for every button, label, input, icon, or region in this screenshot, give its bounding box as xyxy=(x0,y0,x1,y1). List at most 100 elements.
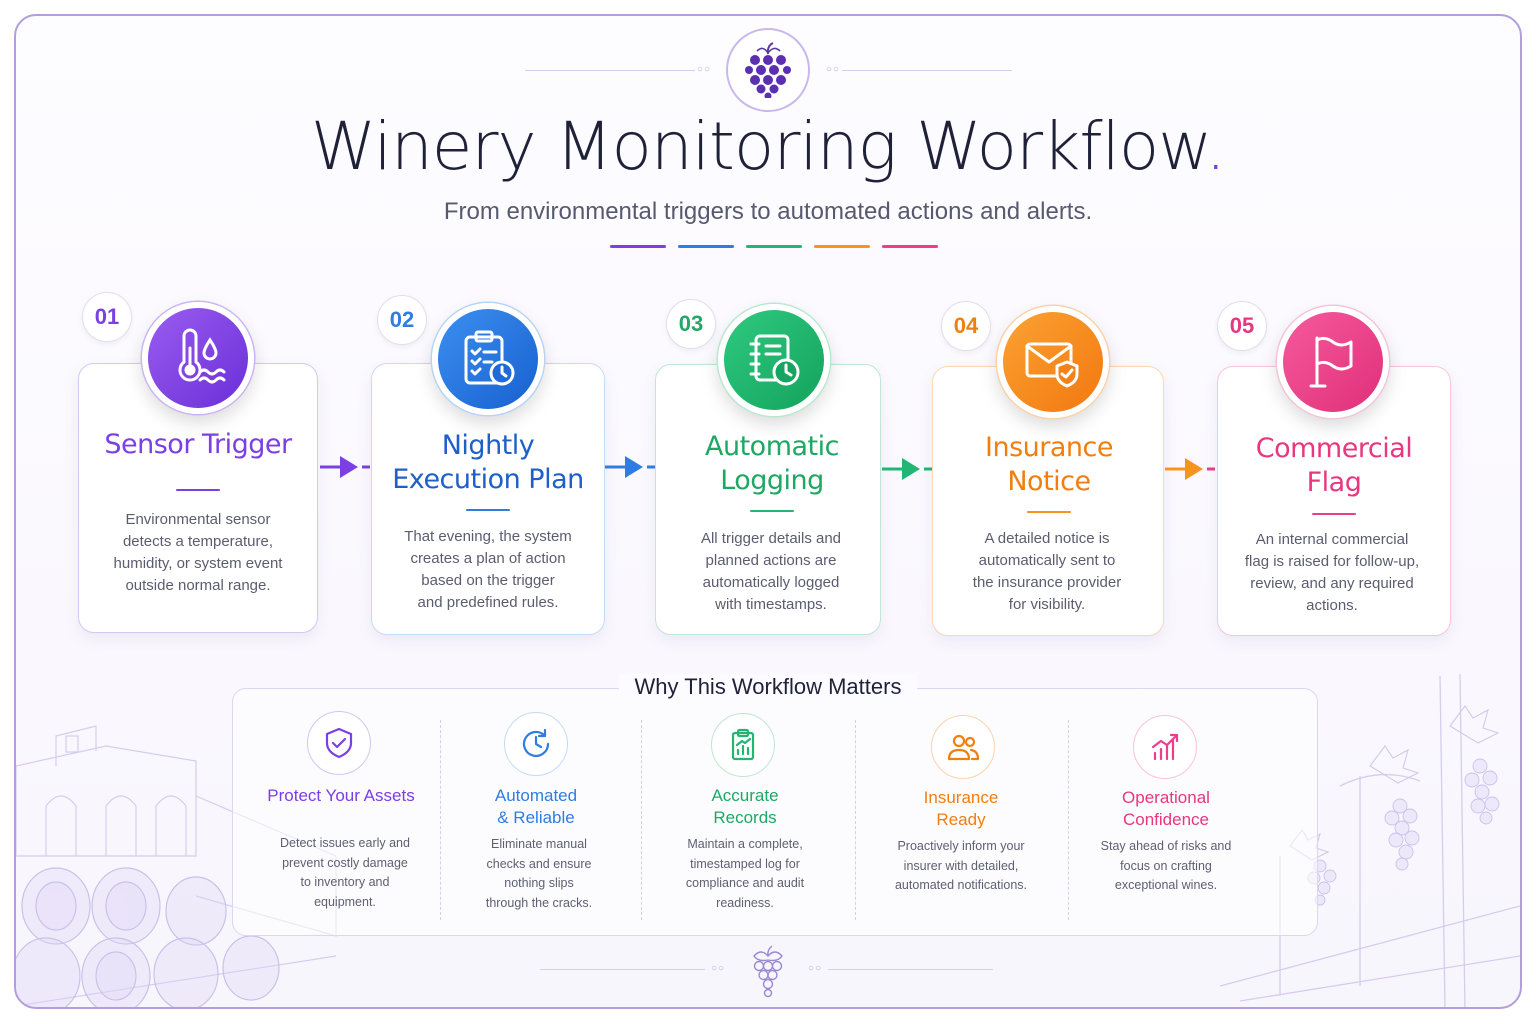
accent-bar xyxy=(882,245,938,248)
step-title-line1: Nightly xyxy=(441,430,535,461)
bottom-ornament-dots-right: ○○ xyxy=(808,963,823,974)
step-title: Commercial Flag xyxy=(1217,432,1451,500)
desc-line: That evening, the system xyxy=(404,528,572,545)
desc-line: A detailed notice is xyxy=(984,530,1110,547)
step-rule xyxy=(750,510,794,512)
step-icon-circle xyxy=(142,302,254,414)
benefit-title: Operational Confidence xyxy=(1080,787,1252,831)
step-title-line2: Logging xyxy=(720,465,824,496)
ornament-dots-left: ○○ xyxy=(697,64,712,75)
step-title-line1: Sensor Trigger xyxy=(104,429,292,460)
step-number: 01 xyxy=(82,292,132,342)
arrow-right-icon xyxy=(882,458,932,480)
desc-line: humidity, or system event xyxy=(113,555,283,572)
desc-line: and predefined rules. xyxy=(417,594,559,611)
step-icon-circle xyxy=(718,304,830,416)
page-title-text: Winery Monitoring Workflow xyxy=(310,108,1206,185)
benefit-title-line2: Confidence xyxy=(1122,810,1209,829)
benefit-title-line2: & Reliable xyxy=(497,808,575,827)
step-description: Environmental sensor detects a temperatu… xyxy=(88,509,308,597)
step-title-line2: Notice xyxy=(1007,466,1091,497)
step-description: An internal commercial flag is raised fo… xyxy=(1222,529,1442,617)
accent-bar xyxy=(814,245,870,248)
benefit-title: Protect Your Assets xyxy=(255,785,427,807)
step-rule xyxy=(466,509,510,511)
benefit-icon-circle xyxy=(1133,715,1197,779)
ornament-dots-right: ○○ xyxy=(826,64,841,75)
desc-line: Detect issues early and xyxy=(280,836,410,850)
step-title: Automatic Logging xyxy=(655,430,889,498)
desc-line: prevent costly damage xyxy=(282,855,408,870)
step-title: Insurance Notice xyxy=(932,431,1166,499)
why-heading: Why This Workflow Matters xyxy=(0,674,1536,700)
ornament-line-left xyxy=(525,70,695,71)
step-icon-circle xyxy=(1277,306,1389,418)
benefit-title: Insurance Ready xyxy=(875,787,1047,831)
bottom-ornament-dots-left: ○○ xyxy=(711,963,726,974)
step-description: A detailed notice is automatically sent … xyxy=(937,528,1157,616)
step-title: Sensor Trigger xyxy=(78,428,318,462)
desc-line: equipment. xyxy=(314,894,376,909)
clipboard-chart-icon xyxy=(731,728,755,761)
step-rule xyxy=(176,489,220,491)
desc-line: outside normal range. xyxy=(125,577,271,594)
step-rule xyxy=(1027,511,1071,513)
desc-line: actions. xyxy=(1306,597,1358,614)
step-number: 05 xyxy=(1217,301,1267,351)
ornament-line-right xyxy=(842,70,1012,71)
step-title-line1: Commercial xyxy=(1255,433,1413,464)
desc-line: Stay ahead of risks and xyxy=(1100,839,1232,853)
step-description: All trigger details and planned actions … xyxy=(661,528,881,616)
desc-line: creates a plan of action xyxy=(410,550,566,567)
benefit-title-line2: Records xyxy=(713,808,777,827)
benefit-icon-circle xyxy=(711,713,775,777)
accent-color-bars xyxy=(610,245,938,248)
clipboard-clock-icon xyxy=(464,330,515,386)
step-number: 04 xyxy=(941,301,991,351)
winery-barrels-illustration xyxy=(16,725,337,1007)
desc-line: nothing slips xyxy=(504,876,574,890)
arrow-right-icon xyxy=(1165,458,1215,480)
desc-line: compliance and audit xyxy=(685,876,805,890)
why-heading-text: Why This Workflow Matters xyxy=(618,674,918,700)
benefit-icon-circle xyxy=(931,715,995,779)
desc-line: automated notifications. xyxy=(894,878,1028,892)
desc-line: planned actions are xyxy=(705,552,837,569)
desc-line: An internal commercial xyxy=(1255,531,1409,548)
desc-line: focus on crafting xyxy=(1120,858,1212,873)
desc-line: review, and any required xyxy=(1250,575,1414,592)
growth-chart-icon xyxy=(1151,733,1179,761)
desc-line: Eliminate manual xyxy=(491,837,587,851)
step-title-line2: Flag xyxy=(1306,467,1362,498)
page-title: Winery Monitoring Workflow. xyxy=(0,108,1536,185)
desc-line: Proactively inform your xyxy=(897,839,1025,853)
accent-bar xyxy=(610,245,666,248)
benefit-title: Automated & Reliable xyxy=(450,785,622,829)
step-description: That evening, the system creates a plan … xyxy=(378,526,598,614)
step-number: 02 xyxy=(377,295,427,345)
bottom-ornament-line-right xyxy=(828,969,993,970)
accent-bar xyxy=(746,245,802,248)
grape-outline-icon xyxy=(753,945,783,998)
desc-line: All trigger details and xyxy=(700,530,842,547)
thermometer-humidity-icon xyxy=(178,328,226,384)
vineyard-illustration xyxy=(1220,673,1520,1007)
envelope-shield-icon xyxy=(1025,342,1079,388)
dashed-divider xyxy=(641,720,642,920)
benefit-title-line1: Automated xyxy=(494,786,578,805)
benefit-description: Detect issues early and prevent costly d… xyxy=(265,834,425,912)
benefit-description: Maintain a complete, timestamped log for… xyxy=(665,835,825,913)
desc-line: automatically sent to xyxy=(978,552,1116,569)
step-icon-circle xyxy=(997,306,1109,418)
benefit-title-line1: Accurate xyxy=(711,786,779,805)
page-subtitle: From environmental triggers to automated… xyxy=(443,198,1093,225)
accent-bar xyxy=(678,245,734,248)
desc-line: the insurance provider xyxy=(972,574,1122,591)
benefit-title-line1: Operational xyxy=(1122,788,1210,807)
benefit-title: Accurate Records xyxy=(659,785,831,829)
desc-line: insurer with detailed, xyxy=(903,858,1019,873)
desc-line: based on the trigger xyxy=(421,572,555,589)
step-title: Nightly Execution Plan xyxy=(371,429,605,497)
step-icon-circle xyxy=(432,303,544,415)
benefit-title-line2: Ready xyxy=(936,810,986,829)
